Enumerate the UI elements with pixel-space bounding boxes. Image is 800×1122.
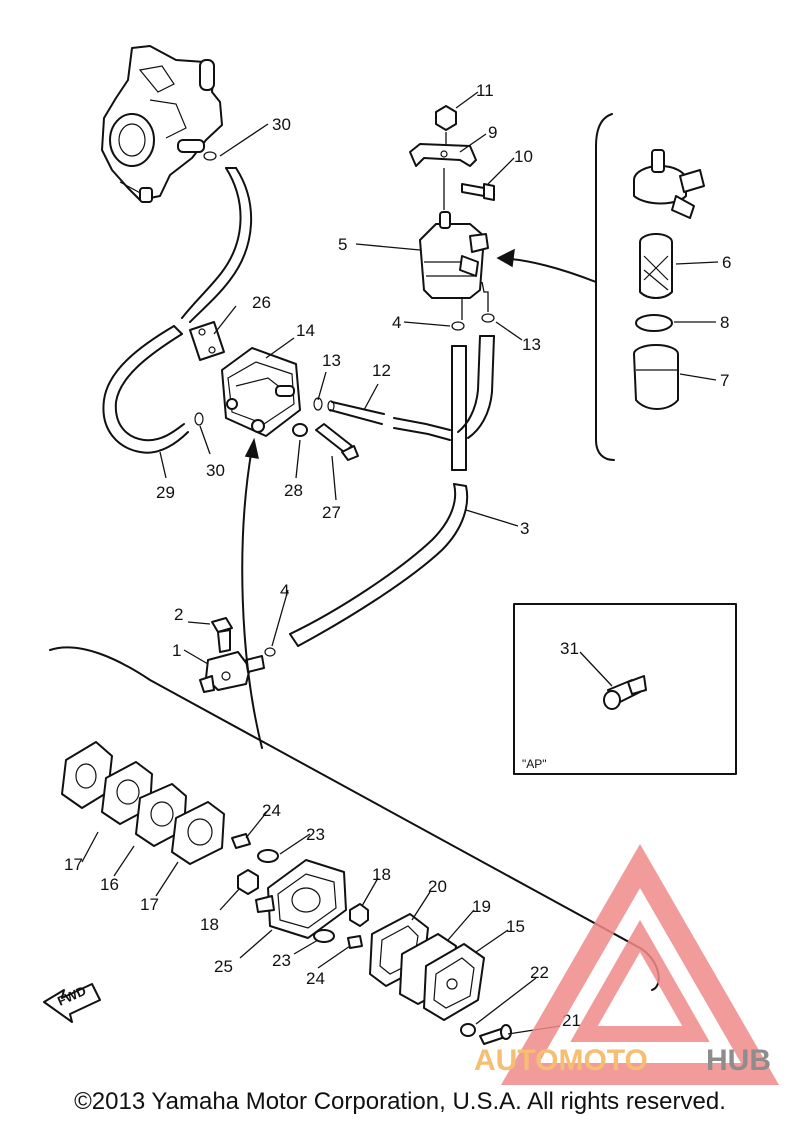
callout-30: 30 [272, 115, 291, 134]
callout-24: 24 [262, 801, 281, 820]
hose-clip [451, 321, 465, 331]
fuel-hose-3 [289, 335, 495, 647]
callout-13: 13 [522, 335, 541, 354]
bolt-2 [211, 617, 233, 653]
callout-8: 8 [720, 313, 729, 332]
callout-27: 27 [322, 503, 341, 522]
callout-25: 25 [214, 957, 233, 976]
callout-labels: 30 26 14 13 12 30 29 28 27 11 9 10 5 4 1… [64, 81, 731, 1030]
callout-7: 7 [720, 371, 729, 390]
callout-20: 20 [428, 877, 447, 896]
callout-6: 6 [722, 253, 731, 272]
callout-9: 9 [488, 123, 497, 142]
inset-bracket [595, 113, 615, 461]
check-valve-23 [313, 929, 335, 943]
callout-15: 15 [506, 917, 525, 936]
inset-box: "AP" [513, 603, 737, 775]
fuel-filter-5 [419, 211, 489, 299]
callout-4: 4 [392, 313, 401, 332]
callout-21: 21 [562, 1011, 581, 1030]
watermark-brand: AUTOMOTO [474, 1044, 648, 1077]
bracket-9 [409, 143, 477, 167]
callout-16: 16 [100, 875, 119, 894]
fuel-pump-14 [221, 347, 301, 437]
nut-18 [237, 869, 259, 895]
bolt-27 [315, 423, 359, 461]
callout-31: 31 [560, 639, 579, 658]
washer-22 [460, 1023, 476, 1037]
callout-17: 17 [140, 895, 159, 914]
callout-10: 10 [514, 147, 533, 166]
filter-cap [633, 149, 705, 219]
callout-30: 30 [206, 461, 225, 480]
callout-18: 18 [200, 915, 219, 934]
fuel-hose-29 [102, 167, 252, 454]
screw-21 [479, 1024, 512, 1045]
callout-4: 4 [280, 581, 289, 600]
washer-28 [292, 423, 308, 437]
watermark-logo: AUTOMOTO HUB [474, 843, 780, 1085]
bolt-10 [461, 183, 495, 201]
hose-clip [194, 151, 217, 426]
flow-arrow [241, 447, 263, 749]
inset-label: "AP" [522, 757, 547, 771]
fuel-hose-12 [313, 397, 451, 441]
callout-29: 29 [156, 483, 175, 502]
filter-element-6 [639, 233, 673, 299]
callout-18: 18 [372, 865, 391, 884]
o-ring-8 [635, 314, 673, 332]
copyright-notice: ©2013 Yamaha Motor Corporation, U.S.A. A… [74, 1088, 726, 1115]
hose-clip [264, 647, 276, 657]
callout-17: 17 [64, 855, 83, 874]
callout-11: 11 [476, 81, 494, 100]
callout-23: 23 [272, 951, 291, 970]
nut-18 [349, 903, 369, 927]
callout-19: 19 [472, 897, 491, 916]
callout-3: 3 [520, 519, 529, 538]
gasket-stack [61, 741, 225, 865]
fuel-joint-1 [199, 651, 265, 693]
callout-5: 5 [338, 235, 347, 254]
callout-13: 13 [322, 351, 341, 370]
pump-body-25 [255, 859, 347, 939]
check-valve-23 [257, 849, 279, 863]
watermark-brand-suffix: HUB [706, 1044, 771, 1077]
callout-14: 14 [296, 321, 315, 340]
pump-cover-15 [423, 943, 485, 1021]
callout-26: 26 [252, 293, 271, 312]
callout-24: 24 [306, 969, 325, 988]
filter-cup-7 [633, 344, 679, 410]
hose-clip [481, 313, 495, 323]
callout-28: 28 [284, 481, 303, 500]
screw-24 [231, 833, 363, 949]
callout-1: 1 [172, 641, 181, 660]
callout-22: 22 [530, 963, 549, 982]
nut-11 [435, 105, 457, 131]
fwd-arrow: FWD [43, 983, 101, 1023]
leader-lines [81, 91, 719, 1035]
callout-23: 23 [306, 825, 325, 844]
callout-12: 12 [372, 361, 391, 380]
carburetor [101, 45, 223, 203]
callout-2: 2 [174, 605, 183, 624]
